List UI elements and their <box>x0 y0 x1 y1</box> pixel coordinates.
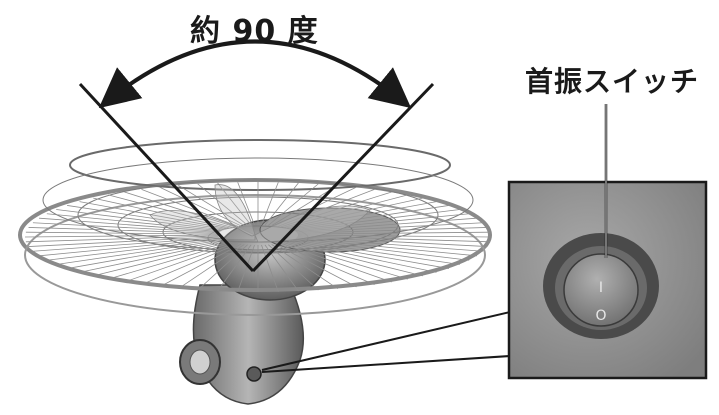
callout-lines <box>261 311 511 373</box>
guard-spoke <box>28 236 219 247</box>
switch-on-symbol: I <box>599 280 603 296</box>
guard-spoke <box>288 201 437 229</box>
switch-off-symbol: O <box>595 308 606 324</box>
guard-spoke <box>271 184 338 226</box>
guard-spoke <box>197 183 248 226</box>
guard-spoke <box>296 237 484 252</box>
guard-spoke <box>295 217 477 232</box>
guard-spoke <box>271 244 338 290</box>
guard-spoke <box>79 241 228 273</box>
guard-spoke <box>261 182 279 226</box>
guard-spoke <box>28 227 219 234</box>
fan-base <box>179 284 305 405</box>
guard-spoke <box>32 222 220 233</box>
guard-spoke <box>237 182 255 226</box>
guard-spoke <box>159 243 242 288</box>
guard-spoke <box>292 239 460 265</box>
guard-spoke <box>280 242 392 283</box>
guard-spoke <box>32 237 220 252</box>
guard-spoke <box>197 244 248 291</box>
swing-angle-indicator <box>78 39 435 273</box>
guard-spoke <box>297 227 488 234</box>
guard-spoke <box>93 241 230 277</box>
swing-switch-label: 首振スイッチ <box>525 65 700 98</box>
guard-spoke <box>297 231 491 235</box>
guard-spoke <box>124 242 236 283</box>
guard-spoke <box>294 238 470 261</box>
guard-spoke <box>178 184 245 226</box>
guard-spoke <box>56 209 224 231</box>
switch-closeup-inset: I O <box>507 180 708 380</box>
guard-spoke <box>56 239 224 265</box>
guard-spoke <box>108 242 233 280</box>
guard-spoke <box>39 238 221 257</box>
guard-spoke <box>141 188 239 227</box>
fan-guard-spokes <box>24 182 492 292</box>
guard-spoke <box>297 234 492 238</box>
guard-spoke <box>292 209 460 231</box>
guard-spoke <box>141 243 239 285</box>
guard-spoke <box>79 201 228 229</box>
guard-spoke <box>268 244 319 291</box>
guard-spoke <box>290 240 449 269</box>
guard-spoke <box>286 197 423 229</box>
guard-spoke <box>277 243 375 285</box>
guard-spoke <box>286 241 423 277</box>
guard-spoke <box>46 238 222 261</box>
guard-spoke <box>261 244 279 292</box>
fan-blades <box>149 184 371 243</box>
guard-spoke <box>268 183 319 226</box>
guard-spoke <box>24 234 219 238</box>
guard-spoke <box>237 244 255 292</box>
guard-spoke <box>67 240 226 269</box>
guard-spoke <box>294 213 470 232</box>
guard-spoke <box>25 235 219 243</box>
guard-spoke <box>297 236 488 247</box>
guard-spoke <box>217 182 252 226</box>
guard-spoke <box>297 235 491 243</box>
guard-spoke <box>295 238 477 257</box>
guard-spoke <box>46 213 222 232</box>
swing-switch-small <box>246 366 262 382</box>
guard-spoke <box>39 217 221 232</box>
guard-spoke <box>108 194 233 228</box>
guard-spoke <box>283 194 408 228</box>
guard-spoke <box>288 241 437 273</box>
rocker-switch <box>563 253 639 327</box>
guard-spoke <box>296 222 484 233</box>
guard-spoke <box>274 243 357 288</box>
swing-angle-label: 約 90 度 <box>190 14 319 49</box>
guard-spoke <box>217 244 252 292</box>
guard-spoke <box>264 182 299 226</box>
guard-spoke <box>290 205 449 230</box>
guard-spoke <box>283 242 408 280</box>
guard-spoke <box>67 205 226 230</box>
guard-spoke <box>124 191 236 228</box>
